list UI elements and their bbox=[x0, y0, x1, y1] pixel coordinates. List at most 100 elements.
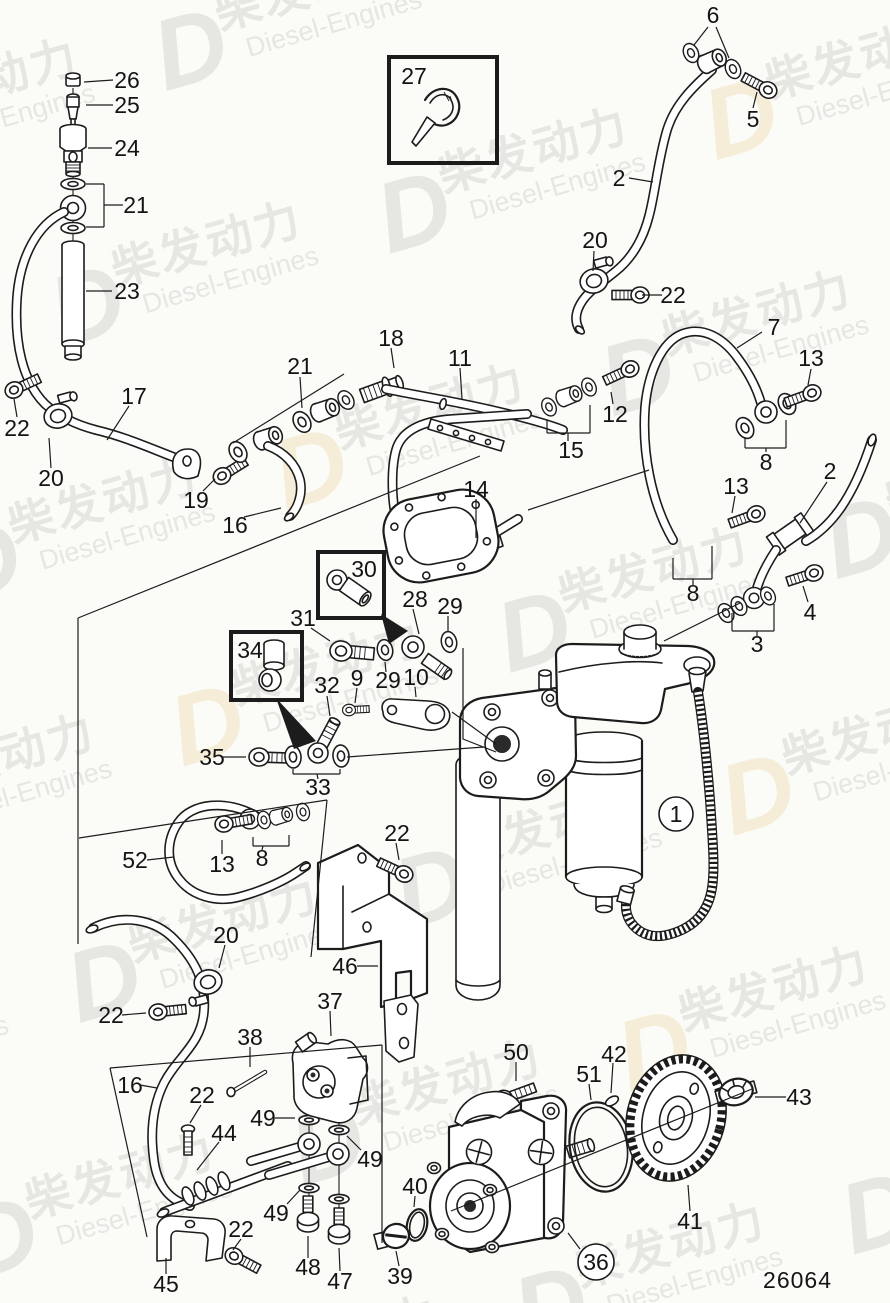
hose-52-group bbox=[164, 800, 312, 905]
bracket-37 bbox=[383, 994, 419, 1063]
callout-label-41: 41 bbox=[677, 1208, 703, 1234]
leader-line bbox=[693, 26, 709, 46]
callout-label-34: 34 bbox=[237, 637, 263, 663]
line-art-shape bbox=[487, 707, 497, 717]
line-art-shape bbox=[59, 129, 87, 152]
line-art-shape bbox=[165, 801, 310, 903]
callout-label-32: 32 bbox=[314, 672, 340, 698]
callout-label-18: 18 bbox=[378, 325, 404, 351]
callout-label-22: 22 bbox=[189, 1082, 215, 1108]
leader-line bbox=[450, 1088, 753, 1212]
leader-line bbox=[462, 648, 497, 753]
line-art-shape bbox=[405, 1208, 429, 1242]
callout-label-29: 29 bbox=[375, 667, 401, 693]
line-art-shape bbox=[361, 594, 370, 604]
line-art-shape bbox=[595, 904, 613, 914]
line-art-shape bbox=[363, 647, 366, 659]
leader-line bbox=[329, 1010, 332, 1037]
callout-label-42: 42 bbox=[601, 1041, 627, 1067]
bolt-47 bbox=[327, 1207, 351, 1245]
leader-line bbox=[83, 79, 114, 83]
line-art-shape bbox=[423, 87, 461, 127]
leader-line bbox=[715, 26, 730, 59]
line-art-shape bbox=[226, 1086, 236, 1098]
line-art-shape bbox=[434, 662, 442, 673]
pump-shaft bbox=[565, 1137, 596, 1159]
leader-line bbox=[459, 367, 463, 400]
callout-label-22: 22 bbox=[660, 282, 686, 308]
line-art-shape bbox=[89, 916, 208, 1210]
leader-line bbox=[752, 91, 758, 109]
leader-line bbox=[384, 661, 387, 673]
pump-stud bbox=[484, 1240, 500, 1254]
line-art-shape bbox=[720, 1086, 729, 1092]
callout-label-22: 22 bbox=[384, 820, 410, 846]
callout-label-51: 51 bbox=[576, 1061, 602, 1087]
leader-line bbox=[610, 1062, 614, 1094]
line-art-shape bbox=[312, 747, 324, 759]
line-art-shape bbox=[329, 717, 341, 726]
callout-label-11: 11 bbox=[448, 345, 472, 371]
callout-label-47: 47 bbox=[327, 1268, 353, 1294]
line-art-shape bbox=[528, 1084, 533, 1094]
callout-label-21: 21 bbox=[123, 192, 149, 218]
line-art-shape bbox=[616, 885, 635, 906]
bushing-15 bbox=[553, 382, 585, 410]
leader-line bbox=[78, 799, 328, 839]
line-art-shape bbox=[689, 1082, 700, 1095]
leader-line bbox=[731, 495, 736, 514]
line-art-shape bbox=[396, 1002, 408, 1016]
line-art-shape bbox=[576, 1143, 581, 1155]
line-art-shape bbox=[221, 1243, 264, 1278]
line-art-shape bbox=[65, 170, 81, 178]
line-art-shape bbox=[436, 424, 444, 432]
line-art-shape bbox=[793, 512, 815, 537]
callout-label-20: 20 bbox=[38, 465, 64, 491]
circled-callout-1 bbox=[658, 796, 694, 832]
leader-line bbox=[354, 687, 358, 704]
callout-label-13: 13 bbox=[209, 851, 235, 877]
line-art-shape bbox=[429, 93, 454, 121]
line-art-shape bbox=[652, 1141, 663, 1154]
line-art-shape bbox=[377, 382, 383, 397]
line-art-shape bbox=[732, 1079, 736, 1088]
pipe-7-group bbox=[639, 326, 824, 545]
sleeve-23 bbox=[61, 240, 85, 361]
watermark-cn-text: 柴发动力 bbox=[879, 424, 890, 528]
banjo-44 bbox=[297, 1132, 321, 1156]
leader-line bbox=[663, 602, 741, 642]
line-art-shape bbox=[566, 741, 642, 877]
callout-label-37: 37 bbox=[317, 988, 343, 1014]
brand-logo-icon: D bbox=[467, 0, 567, 19]
banjo-44 bbox=[326, 1142, 350, 1166]
line-art-shape bbox=[382, 385, 567, 434]
leader-line bbox=[316, 773, 319, 780]
line-art-shape bbox=[326, 725, 337, 732]
leader-line bbox=[687, 1184, 691, 1212]
line-art-shape bbox=[449, 95, 454, 106]
leader-line bbox=[527, 469, 650, 511]
rail-strip-top bbox=[427, 418, 505, 452]
callout-label-3: 3 bbox=[751, 631, 764, 657]
bolt-13-top bbox=[782, 381, 824, 411]
leader-line bbox=[77, 455, 481, 619]
line-art-shape bbox=[367, 386, 374, 400]
line-art-shape bbox=[468, 434, 476, 442]
callout-label-8: 8 bbox=[760, 449, 773, 475]
main-canister bbox=[564, 731, 644, 914]
line-art-shape bbox=[66, 201, 80, 215]
pump-36-group bbox=[373, 1054, 758, 1254]
line-art-shape bbox=[545, 693, 555, 703]
line-art-shape bbox=[398, 1036, 410, 1050]
line-art-shape bbox=[66, 96, 80, 108]
line-art-shape bbox=[68, 151, 78, 163]
nipple-25 bbox=[66, 93, 80, 126]
elbow-30-art bbox=[326, 569, 372, 607]
inset-box-34 bbox=[229, 630, 304, 702]
line-art-shape bbox=[321, 734, 332, 740]
